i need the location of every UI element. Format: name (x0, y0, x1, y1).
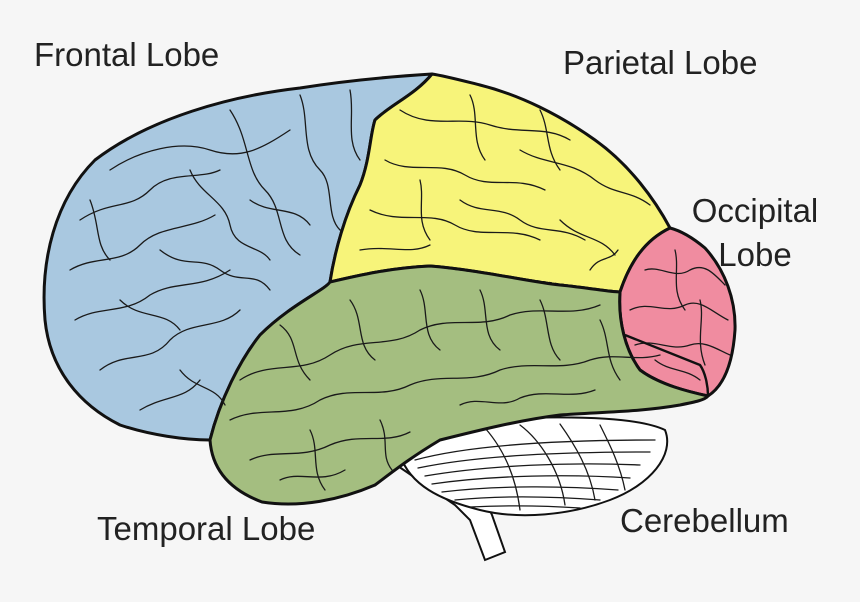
occipital-sulcus (624, 333, 710, 397)
frontal-lobe-label: Frontal Lobe (34, 36, 220, 73)
parietal-gyri (359, 94, 651, 271)
frontal-gyri (69, 89, 361, 411)
occipital-gyri (629, 249, 731, 381)
cerebellum (398, 416, 669, 517)
parietal-lobe-label: Parietal Lobe (563, 44, 758, 81)
cerebellum-folia (414, 423, 656, 511)
occipital-lobe-label: Occipital Lobe (680, 192, 830, 274)
temporal-gyri (229, 289, 661, 491)
occipital-lobe-label-line1: Occipital (691, 192, 819, 229)
temporal-lobe-label: Temporal Lobe (97, 510, 316, 547)
occipital-lobe-label-line2: Lobe (718, 235, 792, 273)
parietal-temporal-boundary (429, 265, 621, 293)
temporal-lobe-region (208, 264, 710, 506)
cerebellum-label: Cerebellum (620, 502, 789, 539)
